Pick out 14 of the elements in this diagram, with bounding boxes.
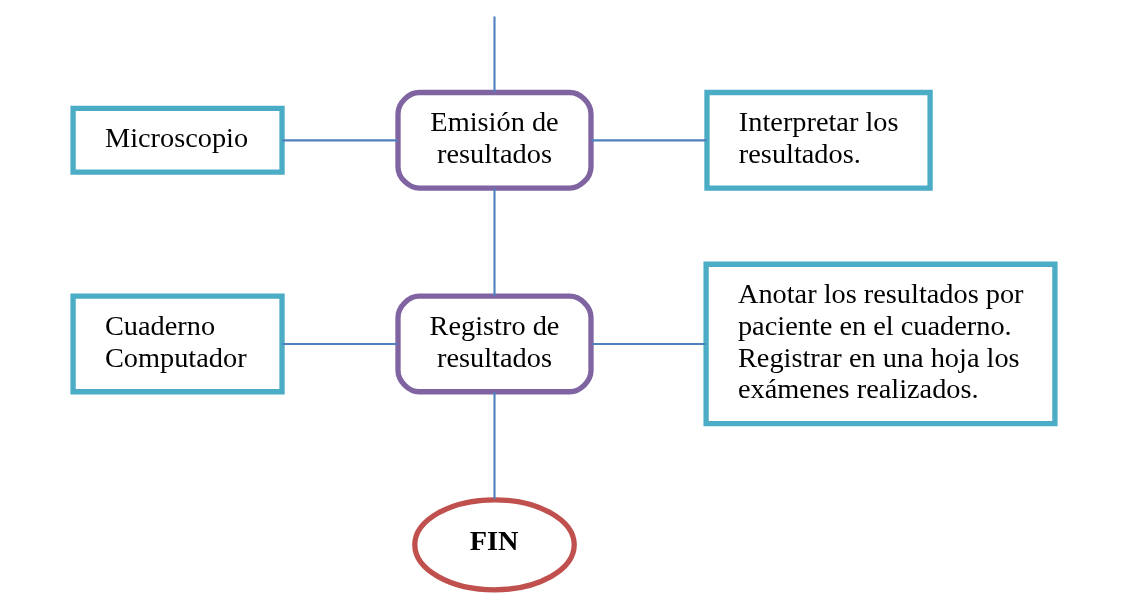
node-box: Interpretar los resultados.: [704, 89, 933, 191]
node-box: Microscopio: [70, 105, 285, 175]
node-box: Cuaderno Computador: [70, 293, 285, 395]
connector: [493, 188, 496, 296]
node-ellipse: FIN: [412, 497, 577, 593]
connector: [591, 139, 707, 142]
connector: [493, 16, 496, 93]
node-box: Registro de resultados: [395, 293, 594, 395]
connector: [282, 342, 398, 345]
connector: [493, 392, 496, 500]
connector: [591, 342, 706, 345]
connector: [282, 139, 398, 142]
node-box: Anotar los resultados por paciente en el cuaderno. Registrar en una hoja los exámenes realizados.: [703, 261, 1058, 427]
node-box: Emisión de resultados: [395, 89, 594, 191]
